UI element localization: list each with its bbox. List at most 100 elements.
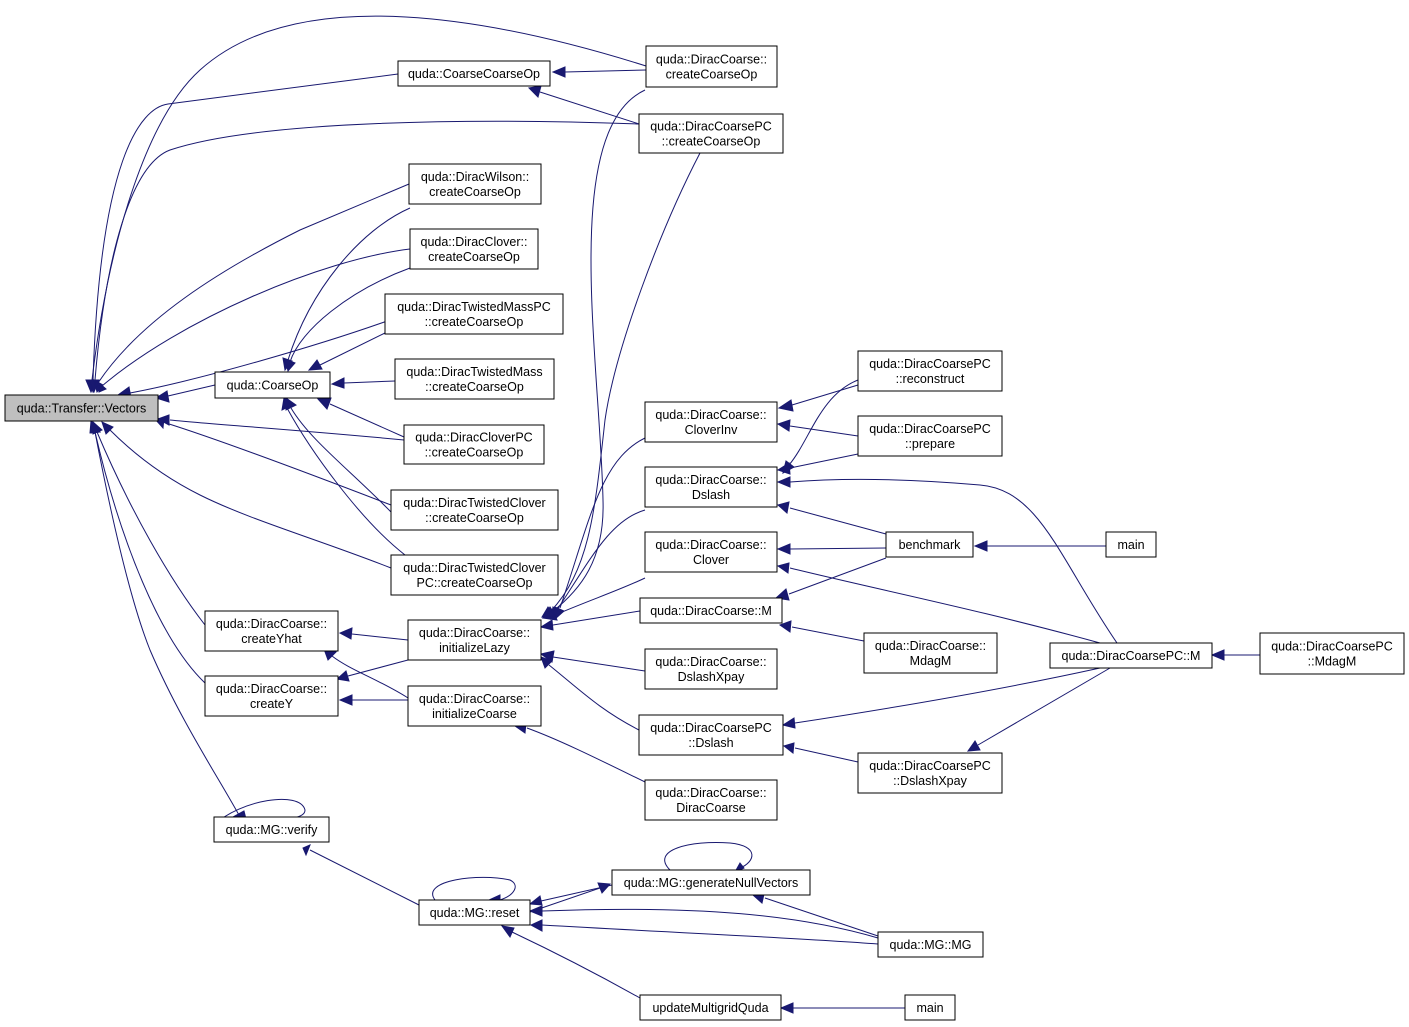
node-dslash[interactable]: quda::DiracCoarse::Dslash bbox=[644, 466, 778, 508]
node-dtcpc_createcoarseop[interactable]: quda::DiracTwistedCloverPC::createCoarse… bbox=[390, 554, 559, 596]
node-box[interactable] bbox=[863, 632, 998, 674]
node-box[interactable] bbox=[418, 899, 531, 926]
node-box[interactable] bbox=[390, 489, 559, 531]
node-dslashxpay[interactable]: quda::DiracCoarse::DslashXpay bbox=[644, 648, 778, 690]
edge-line bbox=[94, 120, 640, 381]
node-reconstruct[interactable]: quda::DiracCoarsePC::reconstruct bbox=[857, 350, 1003, 392]
node-label: quda::DiracWilson:: bbox=[421, 170, 529, 184]
node-dclover_createcoarseop[interactable]: quda::DiracClover::createCoarseOp bbox=[409, 228, 539, 270]
node-box[interactable] bbox=[407, 685, 542, 727]
node-createy[interactable]: quda::DiracCoarse::createY bbox=[204, 675, 339, 717]
node-createyhat[interactable]: quda::DiracCoarse::createYhat bbox=[204, 610, 339, 652]
node-box[interactable] bbox=[877, 931, 984, 958]
node-dcloverpc_createcoarseop[interactable]: quda::DiracCloverPC::createCoarseOp bbox=[403, 424, 545, 465]
node-initializecoarse[interactable]: quda::DiracCoarse::initializeCoarse bbox=[407, 685, 542, 727]
node-gennull[interactable]: quda::MG::generateNullVectors bbox=[611, 869, 811, 896]
arrowhead-icon bbox=[1210, 649, 1225, 661]
node-dtmpc_createcoarseop[interactable]: quda::DiracTwistedMassPC::createCoarseOp bbox=[384, 293, 564, 335]
node-dcpcdslashxpay[interactable]: quda::DiracCoarsePC::DslashXpay bbox=[857, 752, 1003, 794]
node-label: quda::CoarseCoarseOp bbox=[408, 67, 540, 81]
node-mdagm[interactable]: quda::DiracCoarse::MdagM bbox=[863, 632, 998, 674]
call-edge bbox=[550, 509, 646, 620]
node-box[interactable] bbox=[403, 424, 545, 465]
node-box[interactable] bbox=[857, 752, 1003, 794]
node-label: quda::DiracCoarsePC bbox=[869, 759, 991, 773]
node-box[interactable] bbox=[645, 45, 778, 88]
call-edge bbox=[973, 540, 1106, 552]
call-edge bbox=[541, 89, 646, 618]
node-dwilson_createcoarseop[interactable]: quda::DiracWilson::createCoarseOp bbox=[408, 163, 542, 205]
node-box[interactable] bbox=[407, 619, 542, 661]
node-box[interactable] bbox=[644, 401, 778, 443]
edge-line bbox=[541, 908, 879, 939]
node-main1[interactable]: main bbox=[1105, 531, 1157, 558]
node-label: ::createCoarseOp bbox=[425, 380, 524, 394]
arrowhead-icon bbox=[284, 358, 296, 373]
node-coarseop[interactable]: quda::CoarseOp bbox=[214, 371, 331, 399]
call-edge bbox=[97, 248, 411, 393]
arrowhead-icon bbox=[778, 620, 792, 633]
node-dc_createcoarseop[interactable]: quda::DiracCoarse::createCoarseOp bbox=[645, 45, 778, 88]
node-box[interactable] bbox=[639, 597, 783, 624]
node-box[interactable] bbox=[397, 60, 551, 87]
node-box[interactable] bbox=[1259, 632, 1405, 675]
node-box[interactable] bbox=[857, 415, 1003, 457]
node-updatemg[interactable]: updateMultigridQuda bbox=[639, 994, 782, 1021]
node-dcpc_createcoarseop[interactable]: quda::DiracCoarsePC::createCoarseOp bbox=[638, 113, 784, 154]
edge-line bbox=[167, 384, 216, 397]
node-initializelazy[interactable]: quda::DiracCoarse::initializeLazy bbox=[407, 619, 542, 661]
node-dtm_createcoarseop[interactable]: quda::DiracTwistedMass::createCoarseOp bbox=[394, 358, 555, 400]
node-vectors[interactable]: quda::Transfer::Vectors bbox=[4, 394, 159, 422]
node-box[interactable] bbox=[904, 994, 956, 1021]
node-label: quda::MG::reset bbox=[430, 906, 520, 920]
edge-line bbox=[554, 577, 646, 616]
node-box[interactable] bbox=[204, 610, 339, 652]
node-box[interactable] bbox=[384, 293, 564, 335]
node-box[interactable] bbox=[390, 554, 559, 596]
node-box[interactable] bbox=[4, 394, 159, 422]
node-dcpcdslash[interactable]: quda::DiracCoarsePC::Dslash bbox=[638, 714, 784, 756]
node-main2[interactable]: main bbox=[904, 994, 956, 1021]
node-box[interactable] bbox=[214, 371, 331, 399]
node-box[interactable] bbox=[857, 350, 1003, 392]
node-clover[interactable]: quda::DiracCoarse::Clover bbox=[644, 531, 778, 573]
node-dtc_createcoarseop[interactable]: quda::DiracTwistedClover::createCoarseOp bbox=[390, 489, 559, 531]
node-box[interactable] bbox=[644, 779, 778, 821]
node-dcpcm[interactable]: quda::DiracCoarsePC::M bbox=[1049, 642, 1213, 669]
node-benchmark[interactable]: benchmark bbox=[885, 531, 974, 558]
node-label: quda::DiracClover:: bbox=[421, 235, 528, 249]
node-box[interactable] bbox=[611, 869, 811, 896]
node-box[interactable] bbox=[638, 714, 784, 756]
node-prepare[interactable]: quda::DiracCoarsePC::prepare bbox=[857, 415, 1003, 457]
node-mgreset[interactable]: quda::MG::reset bbox=[418, 899, 531, 926]
node-label: quda::DiracCoarsePC bbox=[869, 357, 991, 371]
node-box[interactable] bbox=[638, 113, 784, 154]
node-cloverinv[interactable]: quda::DiracCoarse::CloverInv bbox=[644, 401, 778, 443]
edge-line bbox=[287, 207, 411, 361]
arrowhead-icon bbox=[316, 397, 332, 410]
node-box[interactable] bbox=[204, 675, 339, 717]
node-dcm[interactable]: quda::DiracCoarse::M bbox=[639, 597, 783, 624]
edge-line bbox=[129, 319, 391, 394]
node-box[interactable] bbox=[409, 228, 539, 270]
node-box[interactable] bbox=[394, 358, 555, 400]
node-mgmg[interactable]: quda::MG::MG bbox=[877, 931, 984, 958]
node-box[interactable] bbox=[644, 648, 778, 690]
node-box[interactable] bbox=[644, 466, 778, 508]
arrowhead-icon bbox=[554, 606, 565, 621]
node-box[interactable] bbox=[213, 816, 330, 843]
node-box[interactable] bbox=[644, 531, 778, 573]
edge-line bbox=[789, 453, 859, 469]
edge-line bbox=[788, 557, 887, 595]
node-box[interactable] bbox=[408, 163, 542, 205]
node-dcpcmdagm[interactable]: quda::DiracCoarsePC::MdagM bbox=[1259, 632, 1405, 675]
node-box[interactable] bbox=[639, 994, 782, 1021]
edge-line bbox=[548, 664, 640, 731]
node-mgverify[interactable]: quda::MG::verify bbox=[213, 816, 330, 843]
node-diraccoarsector[interactable]: quda::DiracCoarse::DiracCoarse bbox=[644, 779, 778, 821]
node-box[interactable] bbox=[885, 531, 974, 558]
node-coarsecoarseop[interactable]: quda::CoarseCoarseOp bbox=[397, 60, 551, 87]
node-box[interactable] bbox=[1049, 642, 1213, 669]
node-box[interactable] bbox=[1105, 531, 1157, 558]
